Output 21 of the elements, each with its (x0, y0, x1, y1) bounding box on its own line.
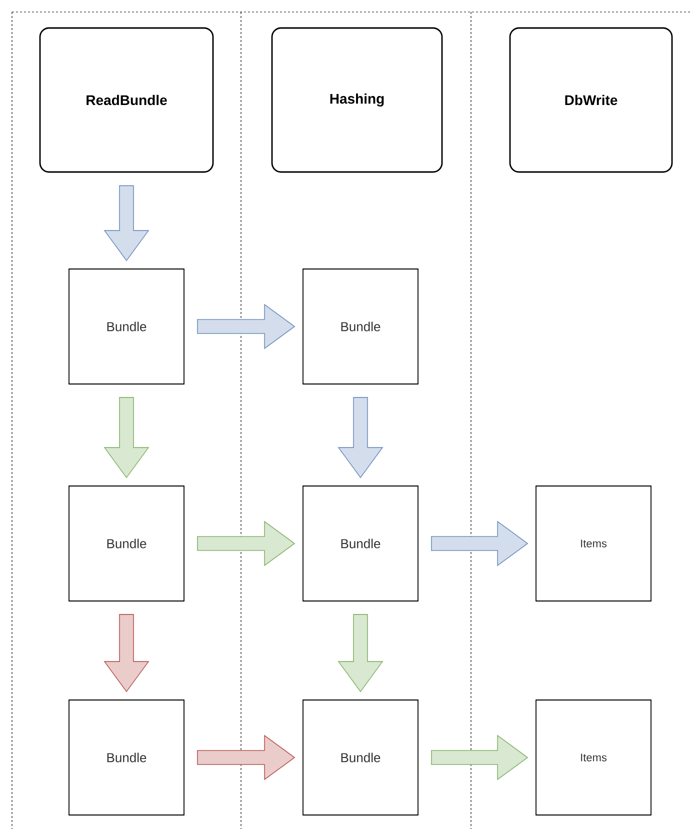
block-arrow (197, 304, 296, 350)
block-arrow (338, 614, 384, 692)
process-box: ReadBundle (39, 27, 214, 173)
block-arrow (431, 520, 528, 566)
process-box: Bundle (302, 486, 418, 602)
process-box: Bundle (302, 268, 418, 384)
process-box: Bundle (68, 486, 184, 602)
block-arrow (104, 397, 150, 478)
block-arrow (104, 185, 150, 262)
process-box: Bundle (68, 268, 184, 384)
process-box: Bundle (68, 700, 184, 816)
block-arrow (197, 734, 296, 780)
process-box: Items (536, 700, 652, 816)
block-arrow (338, 397, 384, 478)
block-arrow (104, 614, 150, 692)
block-arrow (197, 520, 296, 566)
process-box: Items (536, 486, 652, 602)
process-box: Bundle (302, 700, 418, 816)
process-box: DbWrite (509, 27, 673, 173)
process-box: Hashing (271, 27, 443, 173)
block-arrow (431, 734, 528, 780)
